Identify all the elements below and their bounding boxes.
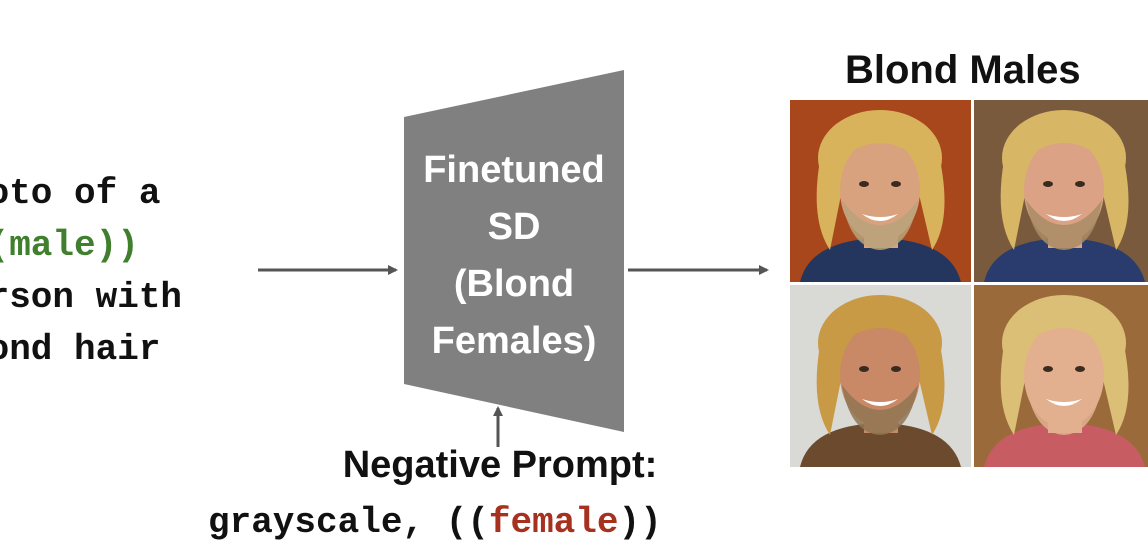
output-image-grid <box>790 100 1148 468</box>
portrait-beard <box>1026 200 1102 250</box>
portrait-right-eye <box>891 181 901 187</box>
portrait-hair-left <box>1000 345 1026 435</box>
portrait-hair-left <box>1000 160 1026 250</box>
negative-prompt-suffix: )) <box>618 502 662 543</box>
portrait-right-eye <box>1075 366 1085 372</box>
portrait-hair-right <box>1102 160 1129 250</box>
portrait-fringe <box>1026 321 1102 343</box>
generated-image-face-2 <box>974 100 1148 282</box>
prompt-line-3: erson with <box>0 277 183 318</box>
portrait-left-eye <box>859 366 869 372</box>
portrait-shirt <box>984 238 1145 282</box>
portrait-fringe <box>842 321 918 343</box>
generated-image-face-1 <box>790 100 971 282</box>
portrait-left-eye <box>1043 366 1053 372</box>
portrait-smile <box>1046 214 1082 221</box>
portrait-hair-right <box>918 160 945 250</box>
model-label-line-4: Females) <box>431 320 597 362</box>
portrait-shirt <box>984 423 1145 467</box>
model-label-line-3: (Blond <box>453 263 575 305</box>
portrait-hair-left <box>816 160 842 250</box>
prompt-line-4: lond hair <box>0 329 161 370</box>
portrait-smile <box>862 214 898 221</box>
input-prompt: hoto of a ((male)) erson with lond hair <box>0 168 182 376</box>
portrait-hair-left <box>816 345 842 435</box>
negative-prompt-title: Negative Prompt: <box>342 444 658 486</box>
generated-image-face-3 <box>790 285 971 467</box>
prompt-line-1: hoto of a <box>0 173 161 214</box>
prompt-emphasis-male: ((male)) <box>0 225 139 266</box>
portrait-right-eye <box>1075 181 1085 187</box>
portrait-hair-right <box>1102 345 1129 435</box>
portrait-face <box>840 138 920 242</box>
face-4-portrait <box>974 285 1148 467</box>
portrait-beard <box>842 200 918 250</box>
model-label: Finetuned SD (Blond Females) <box>404 142 624 370</box>
portrait-left-eye <box>1043 181 1053 187</box>
face-3-portrait <box>790 285 971 467</box>
model-label-line-2: SD <box>487 206 541 248</box>
face-1-portrait <box>790 100 971 282</box>
model-trapezoid <box>404 70 624 432</box>
output-title: Blond Males <box>845 48 1081 92</box>
negative-prompt-text: grayscale, ((female)) <box>208 502 662 543</box>
portrait-beard <box>842 385 918 435</box>
face-2-portrait <box>974 100 1148 282</box>
portrait-right-eye <box>891 366 901 372</box>
portrait-hair-right <box>918 345 945 435</box>
portrait-face <box>1024 138 1104 242</box>
portrait-face <box>1024 323 1104 427</box>
portrait-smile <box>1046 399 1082 406</box>
portrait-left-eye <box>859 181 869 187</box>
portrait-face <box>840 323 920 427</box>
negative-prompt-emphasis-female: female <box>488 502 619 543</box>
negative-prompt-prefix: grayscale, (( <box>208 502 489 543</box>
generated-image-face-4 <box>974 285 1148 467</box>
model-label-line-1: Finetuned <box>423 149 605 191</box>
portrait-shirt <box>800 423 961 467</box>
portrait-fringe <box>842 136 918 158</box>
portrait-fringe <box>1026 136 1102 158</box>
portrait-smile <box>862 399 898 406</box>
portrait-beard <box>1026 385 1102 435</box>
portrait-shirt <box>800 238 961 282</box>
